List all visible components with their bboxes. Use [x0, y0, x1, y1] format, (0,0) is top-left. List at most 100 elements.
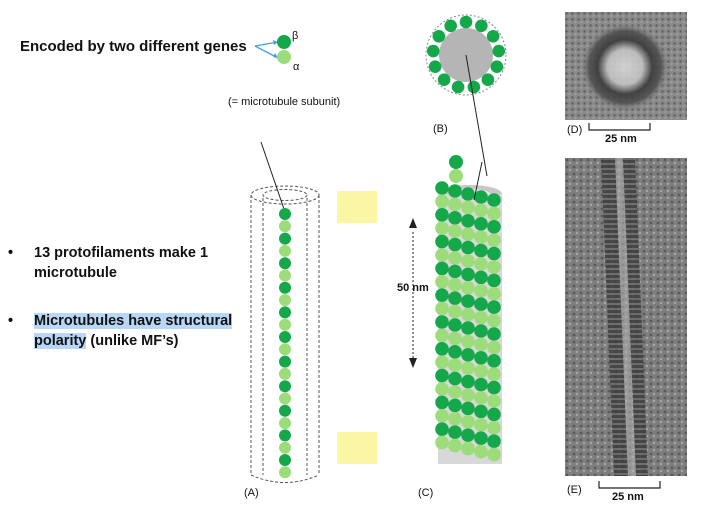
lattice-subunit: [487, 407, 501, 422]
lattice-subunit: [487, 260, 501, 274]
lattice-subunit: [474, 297, 488, 311]
protofilament-subunit: [279, 306, 291, 319]
lattice-subunit: [448, 197, 462, 212]
ring-subunit: [490, 60, 504, 74]
ring-subunit: [459, 15, 473, 29]
protofilament-subunit: [279, 441, 291, 454]
lattice-subunit: [487, 434, 501, 449]
lattice-subunit: [448, 425, 462, 440]
protofilament-subunit: [279, 331, 291, 343]
lattice-subunit: [461, 254, 475, 268]
lattice-subunit: [435, 221, 449, 235]
lattice-subunit: [435, 234, 449, 249]
lattice-subunit: [461, 441, 475, 456]
panel-d-scale-bar: [588, 123, 651, 131]
lattice-subunit: [461, 240, 475, 255]
lattice-subunit: [474, 404, 488, 419]
panel-c-label: (C): [418, 487, 434, 499]
lattice-subunit: [435, 315, 449, 329]
lattice-subunit: [474, 324, 488, 338]
lattice-subunit: [487, 367, 501, 381]
lattice-subunit: [474, 190, 488, 204]
lattice-subunit: [487, 287, 501, 301]
lattice-subunit: [448, 264, 462, 279]
panel-c-scale-label: 50 nm: [397, 282, 429, 294]
panel-d-scale-label: 25 nm: [605, 133, 637, 145]
tubulin-subunit-diagram: [254, 35, 291, 64]
lattice-subunit: [448, 278, 462, 292]
lattice-subunit: [448, 318, 462, 332]
lattice-subunit: [487, 421, 501, 435]
lattice-subunit: [435, 328, 449, 343]
lattice-subunit: [448, 358, 462, 372]
protofilament-subunit: [279, 454, 291, 466]
bullet-item: • Microtubules have structural polarity …: [8, 311, 262, 355]
protofilament-subunit: [279, 208, 291, 220]
subunit-caption: (= microtubule subunit): [228, 96, 341, 108]
protofilament-subunit: [279, 466, 291, 479]
lattice-subunit: [461, 227, 475, 241]
lattice-subunit: [461, 334, 475, 349]
lattice-subunit: [448, 304, 462, 319]
lattice-subunit: [435, 355, 449, 369]
lattice-subunit: [487, 220, 501, 234]
panel-e-scale-bar: [598, 481, 661, 489]
lattice-subunit: [448, 345, 462, 359]
lattice-subunit: [474, 203, 488, 218]
panel-e-label: (E): [567, 484, 582, 496]
lattice-subunit: [487, 313, 501, 328]
protofilament-subunit: [279, 404, 291, 417]
lattice-subunit: [461, 214, 475, 228]
beta-tubulin-circle: [277, 35, 291, 49]
lattice-subunit: [448, 398, 462, 413]
panel-d-label: (D): [567, 124, 583, 136]
bullet-text: 13 protofilaments make 1 microtubule: [34, 245, 209, 281]
lattice-subunit: [487, 246, 501, 261]
protofilament-subunit: [279, 380, 291, 393]
protofilament-subunit: [279, 281, 291, 294]
protofilament-subunit: [279, 343, 291, 356]
lattice-subunit: [487, 354, 501, 368]
lattice-subunit: [487, 327, 501, 341]
lattice-subunit: [474, 310, 488, 325]
lattice-subunit: [461, 281, 475, 295]
lattice-subunit: [474, 270, 488, 285]
protofilament-subunit: [279, 294, 291, 307]
sticky-note: [337, 432, 377, 464]
lattice-subunit: [435, 208, 449, 222]
lattice-subunit: [448, 385, 462, 399]
lattice-subunit: [461, 294, 475, 308]
lattice-subunit: [461, 267, 475, 282]
ring-subunit: [437, 73, 451, 87]
lattice-subunit: [448, 412, 462, 426]
lattice-subunit: [474, 257, 488, 271]
panel-e-micrograph: [565, 158, 687, 476]
lattice-subunit: [461, 307, 475, 322]
lattice-subunit: [448, 371, 462, 386]
lattice-subunit: [474, 284, 488, 298]
panel-a-label: (A): [244, 487, 259, 499]
lattice-subunit: [435, 248, 449, 262]
sticky-note: [337, 191, 377, 223]
lattice-subunit: [448, 184, 462, 198]
ring-subunit: [432, 29, 446, 43]
ring-subunit: [444, 19, 457, 33]
protofilament-subunit: [279, 392, 291, 405]
lattice-subunit: [435, 194, 449, 209]
protofilament-subunit: [279, 232, 291, 245]
bullet-marker: •: [8, 313, 14, 329]
lattice-subunit: [474, 377, 488, 392]
lattice-subunit: [461, 187, 475, 201]
lattice-subunit: [435, 275, 449, 289]
lattice-subunit: [461, 388, 475, 402]
lattice-subunit: [474, 431, 488, 446]
lattice-subunit: [448, 331, 462, 346]
lattice-subunit: [487, 233, 501, 247]
lattice-subunit: [435, 368, 449, 383]
lattice-subunit: [474, 364, 488, 378]
ring-subunit: [426, 44, 440, 58]
panel-a-microtubule-schematic: [250, 141, 320, 483]
lattice-subunit: [449, 155, 463, 169]
lattice-subunit: [448, 438, 462, 453]
panel-c-microtubule-lattice: [409, 155, 502, 464]
